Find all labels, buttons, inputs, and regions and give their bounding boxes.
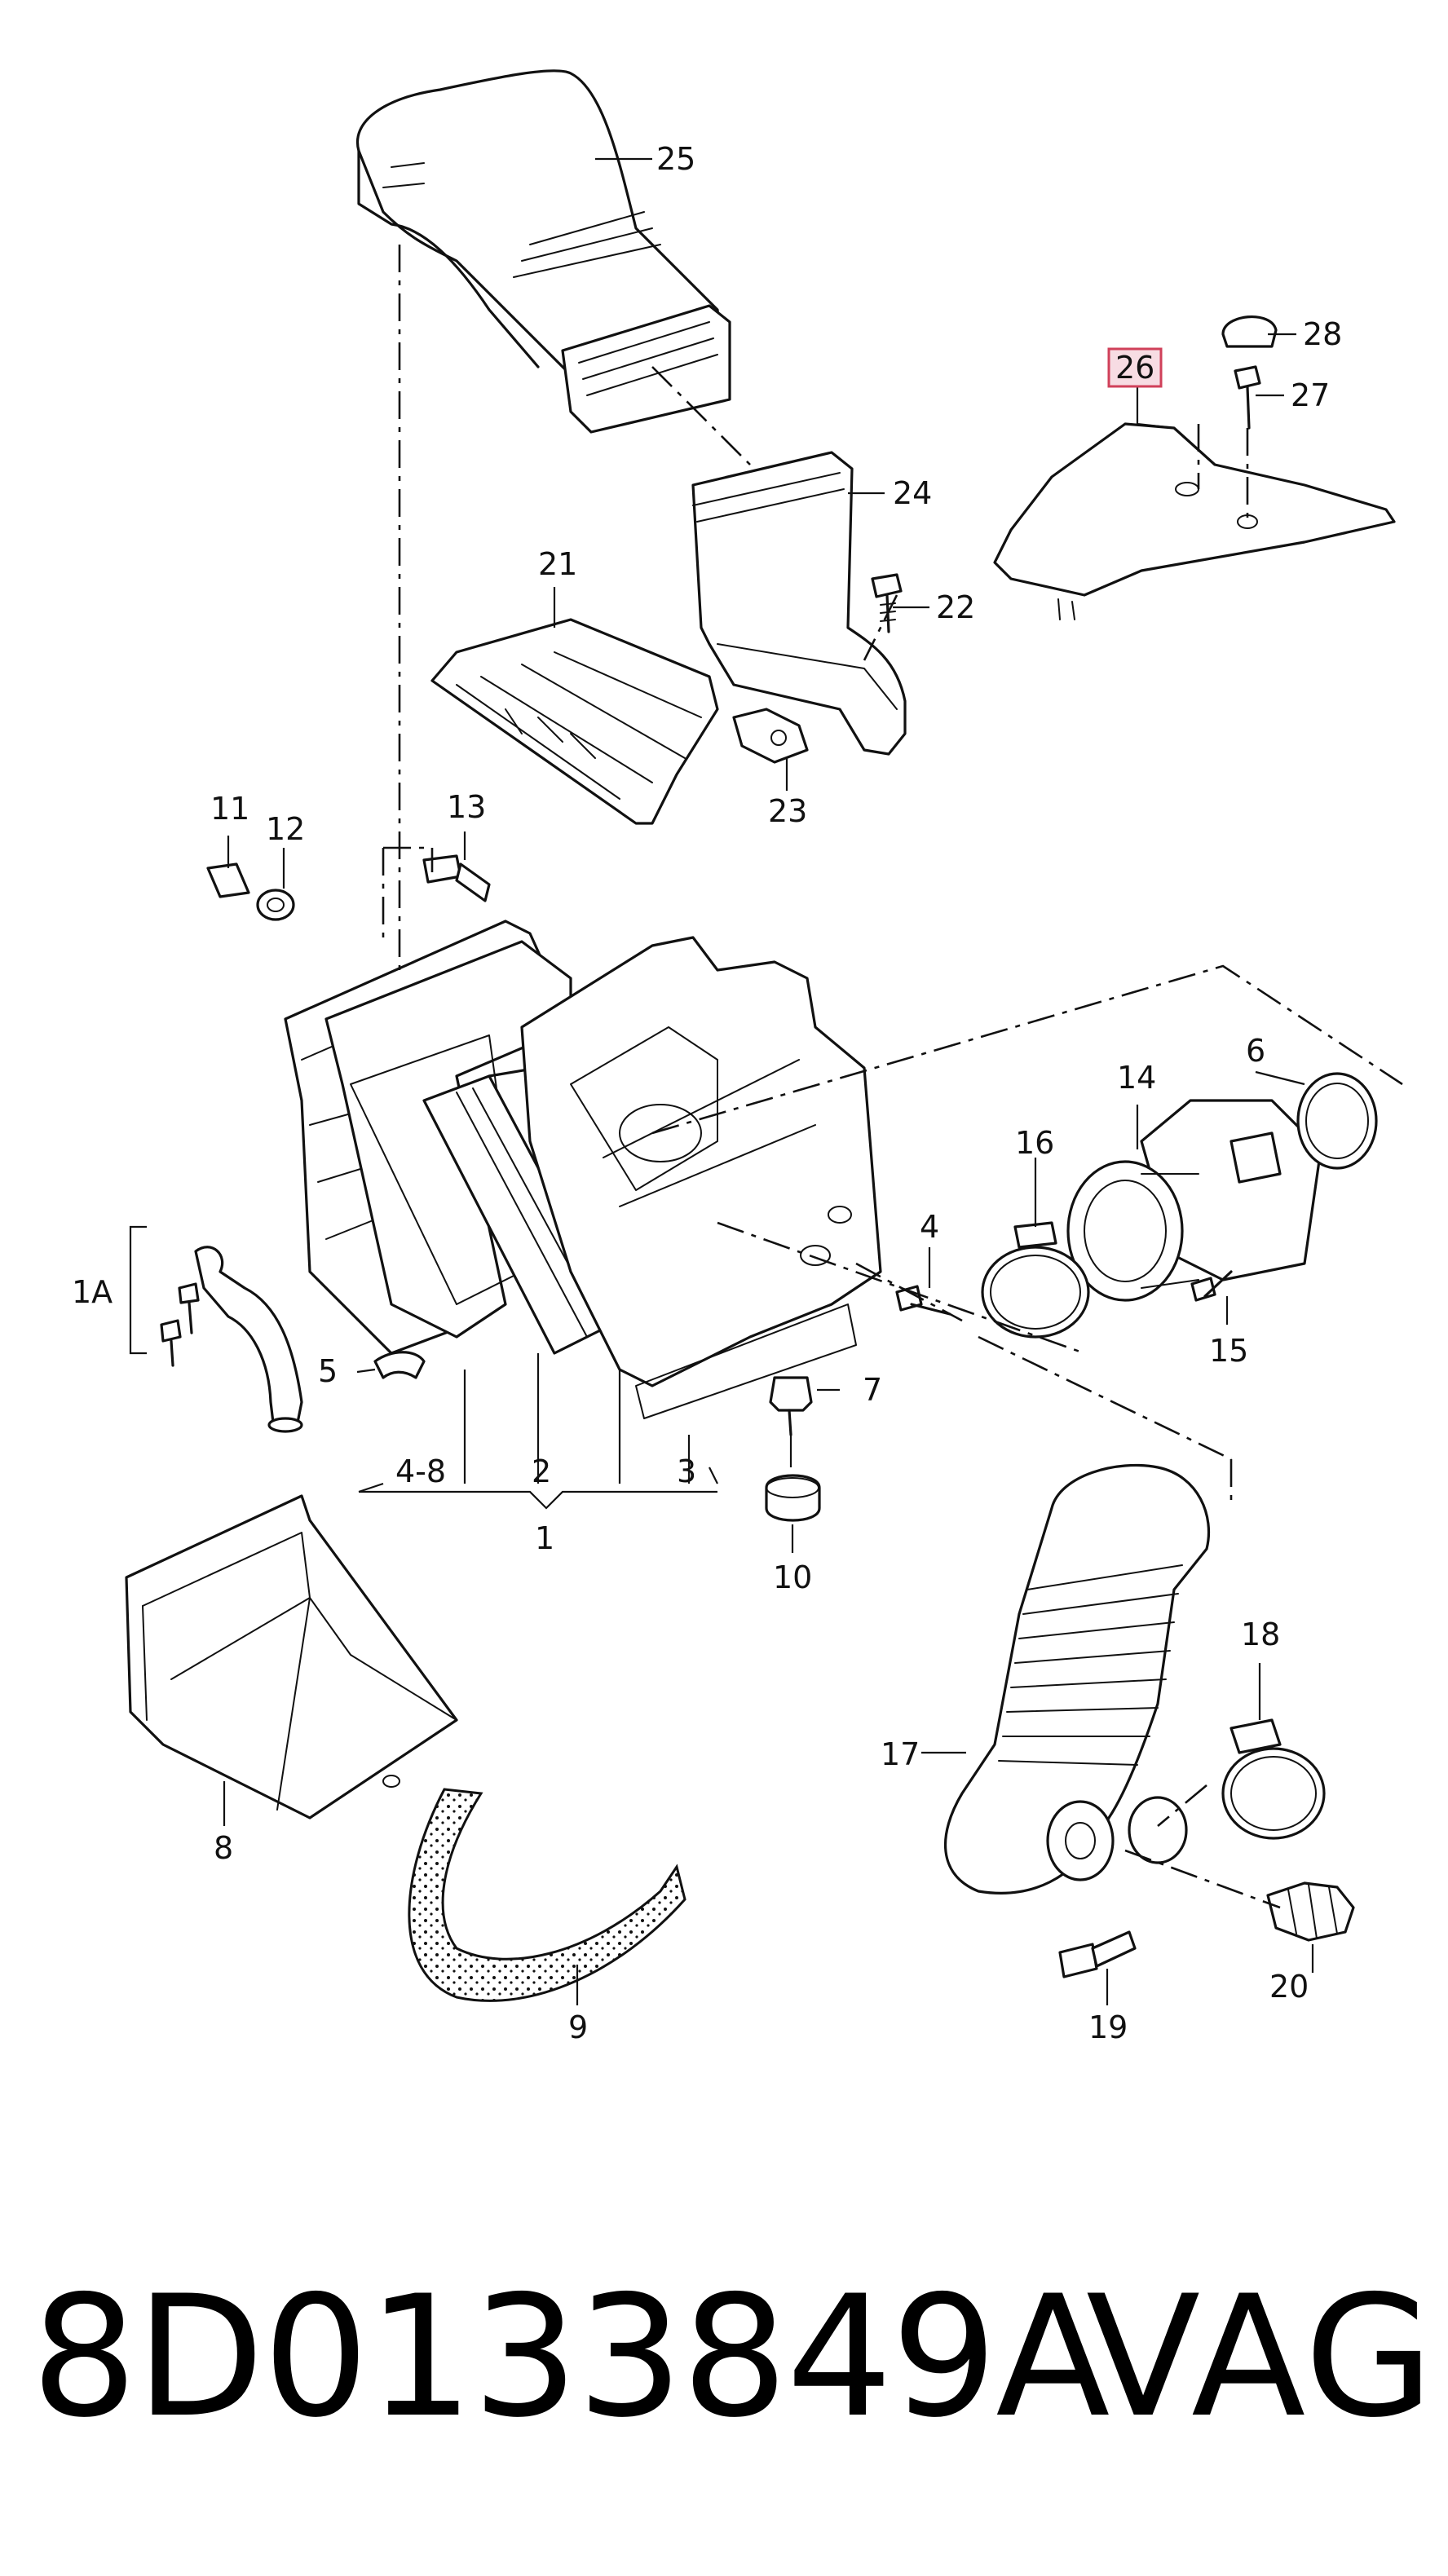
part-10-rubber-mount [765,1474,821,1522]
part-20-breather-fitting [1266,1881,1355,1942]
callout-10: 10 [773,1559,812,1595]
part-14-maf-sensor [1066,1099,1322,1302]
part-23-bracket-tab [732,708,809,764]
part-9-seal-strip [408,1788,686,2002]
callout-4-8: 4-8 [395,1453,446,1489]
part-15-screw [1190,1270,1233,1302]
part-11-pin [206,862,250,898]
callout-3: 3 [677,1453,696,1489]
callout-28: 28 [1303,316,1342,352]
callout-26: 26 [1115,350,1154,386]
callout-11: 11 [210,791,249,827]
part-12-grommet [256,889,295,921]
callout-18: 18 [1241,1617,1280,1652]
callout-16: 16 [1015,1125,1054,1161]
callout-5: 5 [318,1353,338,1389]
callout-6: 6 [1246,1033,1265,1069]
callout-24: 24 [893,475,932,511]
callout-15: 15 [1209,1333,1248,1369]
callout-27: 27 [1291,377,1330,413]
part-1-air-filter-housing [284,920,882,1419]
part-28-cap [1221,315,1278,348]
callout-13: 13 [447,789,486,825]
callout-2: 2 [532,1453,551,1489]
part-25-intake-duct [355,69,731,434]
callout-26-highlight [1107,347,1163,388]
part-26-cover-plate [993,422,1396,620]
part-16-hose-clamp [981,1221,1090,1339]
part-1a-hose-assembly [129,1225,303,1433]
part-7-fastener [769,1376,813,1436]
part-number-caption: 8D0133849A [31,2261,1110,2455]
part-19-bolt [1058,1930,1137,1978]
callout-1A: 1A [72,1274,113,1310]
callout-20: 20 [1269,1969,1309,2005]
callout-7: 7 [863,1372,882,1408]
assembly-centerlines [382,245,1403,1909]
part-21-air-guide [430,618,719,825]
part-27-screw [1234,365,1261,430]
part-6-o-ring [1296,1072,1378,1170]
callout-19: 19 [1088,2009,1128,2045]
part-17-intake-hose [943,1463,1211,1895]
part-22-screw [871,573,903,633]
part-8-intake-scoop [125,1494,458,1820]
callout-4: 4 [920,1209,939,1245]
part-24-duct-section [691,451,907,756]
callout-21: 21 [538,546,577,582]
part-5-clip [373,1351,426,1379]
leader-lines [223,157,1314,2005]
callout-labels: 25 24 22 23 21 26 28 27 11 12 13 14 6 16… [72,141,1342,2045]
callout-17: 17 [881,1736,920,1772]
callout-12: 12 [266,811,305,847]
callout-14: 14 [1117,1060,1156,1096]
callout-1: 1 [535,1520,554,1556]
exploded-parts-diagram: 25 24 22 23 21 26 28 27 11 12 13 14 6 16… [72,69,1403,2045]
callout-8: 8 [214,1830,233,1866]
callout-22: 22 [936,589,975,625]
callout-23: 23 [768,793,807,829]
callout-25: 25 [656,141,695,177]
brand-caption: VAG [1086,2261,1436,2455]
part-13-bolt [422,854,491,902]
callout-9: 9 [568,2009,588,2045]
part-18-hose-clamp [1221,1718,1326,1840]
